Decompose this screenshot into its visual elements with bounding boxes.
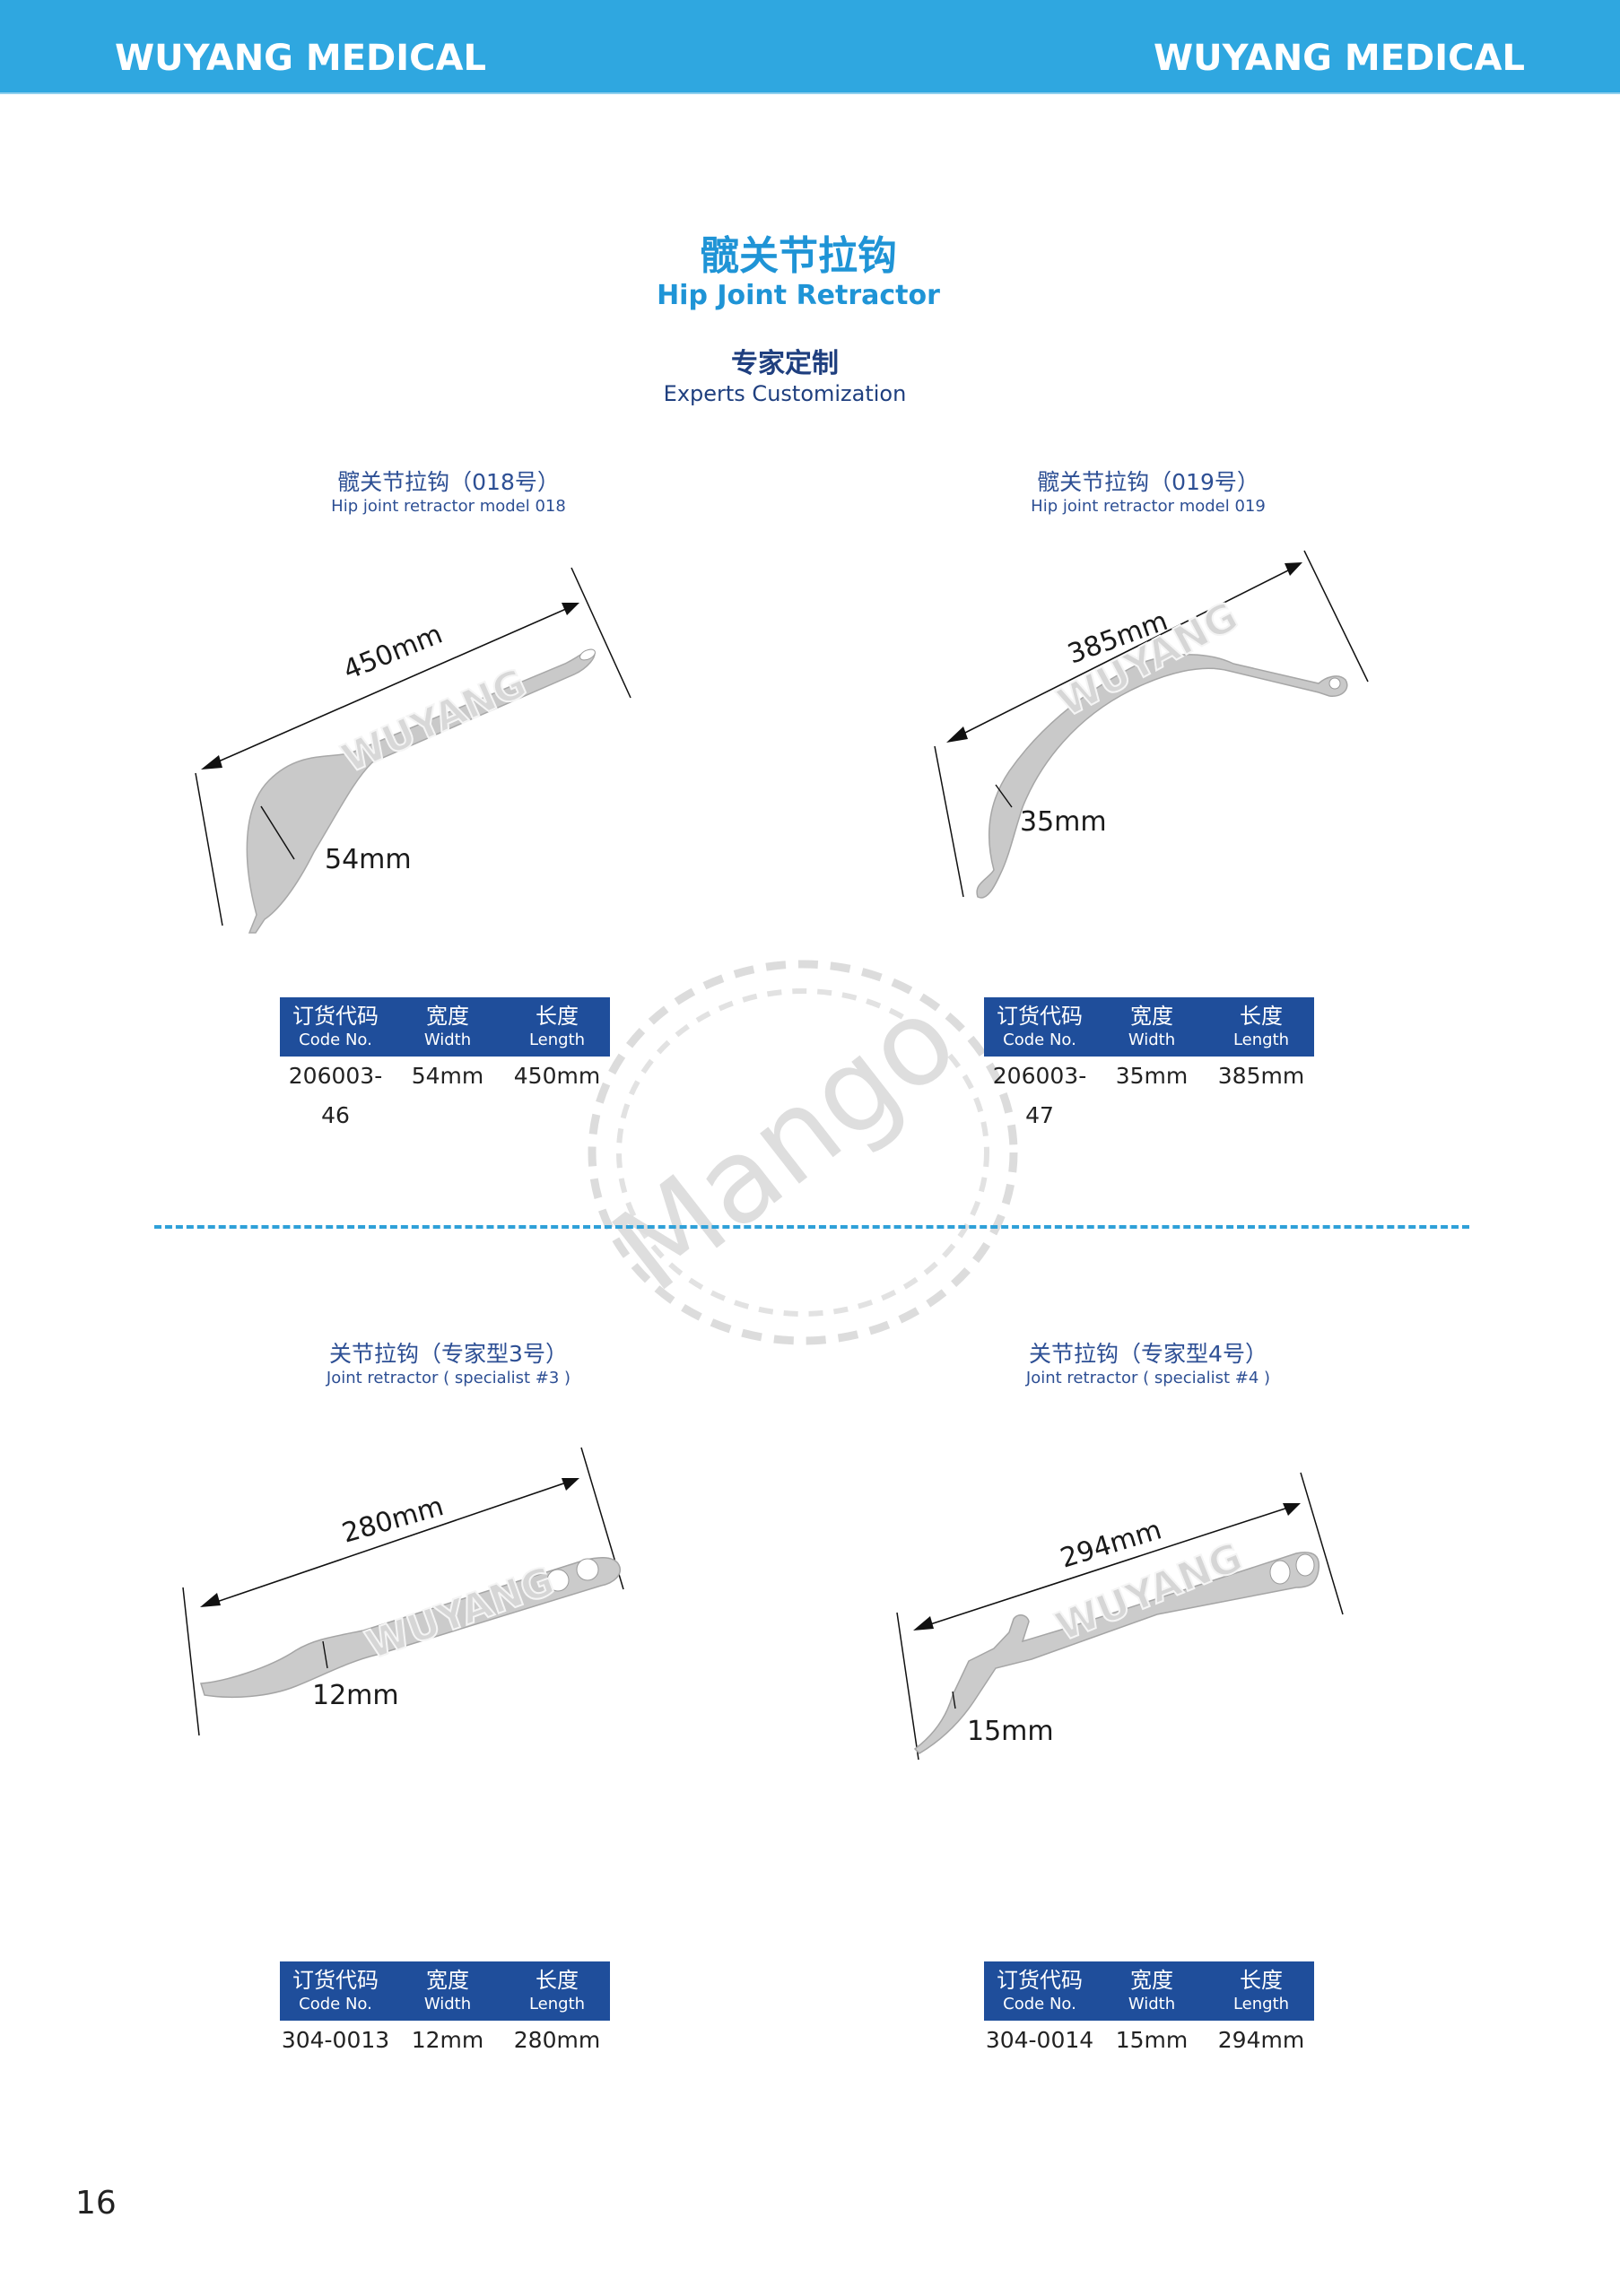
product-name-en: Hip joint retractor model 019 — [1031, 497, 1266, 516]
header-code-cn: 订货代码 — [292, 1968, 379, 1993]
length-value: 450mm — [513, 1063, 601, 1089]
product-name-en: Hip joint retractor model 018 — [331, 497, 566, 516]
header-length-en: Length — [1232, 1995, 1290, 2013]
header-length-en: Length — [528, 1031, 586, 1049]
header-width-en: Width — [1128, 1995, 1176, 2013]
header-code-en: Code No. — [299, 1995, 372, 2013]
header-code-en: Code No. — [299, 1031, 372, 1049]
header-length-en: Length — [528, 1995, 586, 2013]
svg-text:35mm: 35mm — [1020, 806, 1107, 838]
header-code-cn: 订货代码 — [997, 1968, 1083, 1993]
header-length-cn: 长度 — [1240, 1004, 1283, 1029]
width-value: 12mm — [411, 2027, 484, 2053]
spec-table-019: 订货代码 Code No. 宽度 Width 长度 Length 206003-47 … — [984, 997, 1314, 1135]
code-value: 206003-47 — [992, 1063, 1087, 1128]
table-row: 206003-47 35mm 385mm — [984, 1057, 1314, 1135]
code-value: 304-0013 — [281, 2027, 390, 2053]
product-label-018: 髋关节拉钩（018号） Hip joint retractor model 01… — [269, 468, 628, 517]
spec-table-018: 订货代码 Code No. 宽度 Width 长度 Length 206003-46 … — [280, 997, 610, 1135]
table-row: 304-0013 12mm 280mm — [280, 2021, 610, 2060]
section-divider — [154, 1225, 1469, 1229]
page-number: 16 — [75, 2185, 117, 2222]
svg-text:450mm: 450mm — [339, 619, 447, 687]
svg-text:54mm: 54mm — [325, 844, 412, 875]
product-label-specialist-3: 关节拉钩（专家型3号） Joint retractor ( specialist… — [269, 1340, 628, 1388]
spec-table-header: 订货代码 Code No. 宽度 Width 长度 Length — [280, 997, 610, 1057]
header-width-en: Width — [423, 1031, 472, 1049]
header-length-en: Length — [1232, 1031, 1290, 1049]
spec-table-header: 订货代码 Code No. 宽度 Width 长度 Length — [280, 1961, 610, 2021]
product-name-cn: 关节拉钩（专家型4号） — [1029, 1341, 1267, 1367]
spec-table-header: 订货代码 Code No. 宽度 Width 长度 Length — [984, 997, 1314, 1057]
table-row: 304-0014 15mm 294mm — [984, 2021, 1314, 2060]
header-width-cn: 宽度 — [426, 1968, 469, 1993]
header-width-en: Width — [423, 1995, 472, 2013]
product-name-en: Joint retractor ( specialist #3 ) — [326, 1369, 571, 1387]
header-width-en: Width — [1128, 1031, 1176, 1049]
page-subtitle-en: Experts Customization — [663, 381, 907, 406]
header-width-cn: 宽度 — [1130, 1004, 1173, 1029]
header-length-cn: 长度 — [1240, 1968, 1283, 1993]
svg-text:Mango: Mango — [588, 970, 980, 1318]
header-width-cn: 宽度 — [426, 1004, 469, 1029]
product-label-specialist-4: 关节拉钩（专家型4号） Joint retractor ( specialist… — [969, 1340, 1328, 1388]
svg-text:WUYANG: WUYANG — [360, 1559, 560, 1669]
spec-table-header: 订货代码 Code No. 宽度 Width 长度 Length — [984, 1961, 1314, 2021]
table-row: 206003-46 54mm 450mm — [280, 1057, 610, 1135]
instrument-image-018: WUYANG 450mm 54mm — [195, 567, 631, 934]
page-title-cn: 髋关节拉钩 — [700, 233, 897, 279]
product-name-cn: 关节拉钩（专家型3号） — [329, 1341, 568, 1367]
header-length-cn: 长度 — [536, 1968, 579, 1993]
page-subtitle-cn: 专家定制 — [731, 348, 839, 379]
code-value: 206003-46 — [288, 1063, 383, 1128]
brand-name-left: WUYANG MEDICAL — [115, 38, 486, 79]
brand-name-right: WUYANG MEDICAL — [1154, 38, 1525, 79]
header-width-cn: 宽度 — [1130, 1968, 1173, 1993]
header-code-cn: 订货代码 — [997, 1004, 1083, 1029]
page-header-bar: WUYANG MEDICAL WUYANG MEDICAL — [0, 0, 1620, 94]
instrument-image-specialist-3: WUYANG 280mm 12mm — [182, 1447, 624, 1736]
instrument-image-019: WUYANG 385mm 35mm — [934, 550, 1369, 899]
product-name-cn: 髋关节拉钩（018号） — [337, 469, 560, 495]
code-value: 304-0014 — [985, 2027, 1094, 2053]
width-value: 35mm — [1115, 1063, 1189, 1089]
product-label-019: 髋关节拉钩（019号） Hip joint retractor model 01… — [969, 468, 1328, 517]
svg-text:15mm: 15mm — [967, 1716, 1054, 1747]
svg-text:12mm: 12mm — [312, 1680, 399, 1711]
instrument-image-specialist-4: WUYANG 294mm 15mm — [896, 1472, 1344, 1761]
header-code-en: Code No. — [1003, 1031, 1076, 1049]
spec-table-specialist-3: 订货代码 Code No. 宽度 Width 长度 Length 304-0013 1… — [280, 1961, 610, 2060]
page-title-en: Hip Joint Retractor — [657, 280, 940, 311]
header-length-cn: 长度 — [536, 1004, 579, 1029]
svg-text:280mm: 280mm — [339, 1491, 448, 1550]
mango-watermark: Mango — [588, 960, 1018, 1345]
product-name-en: Joint retractor ( specialist #4 ) — [1025, 1369, 1271, 1387]
header-code-cn: 订货代码 — [292, 1004, 379, 1029]
product-name-cn: 髋关节拉钩（019号） — [1037, 469, 1259, 495]
length-value: 385mm — [1217, 1063, 1305, 1089]
length-value: 280mm — [513, 2027, 601, 2053]
width-value: 15mm — [1115, 2027, 1189, 2053]
header-code-en: Code No. — [1003, 1995, 1076, 2013]
width-value: 54mm — [411, 1063, 484, 1089]
length-value: 294mm — [1217, 2027, 1305, 2053]
spec-table-specialist-4: 订货代码 Code No. 宽度 Width 长度 Length 304-0014 1… — [984, 1961, 1314, 2060]
